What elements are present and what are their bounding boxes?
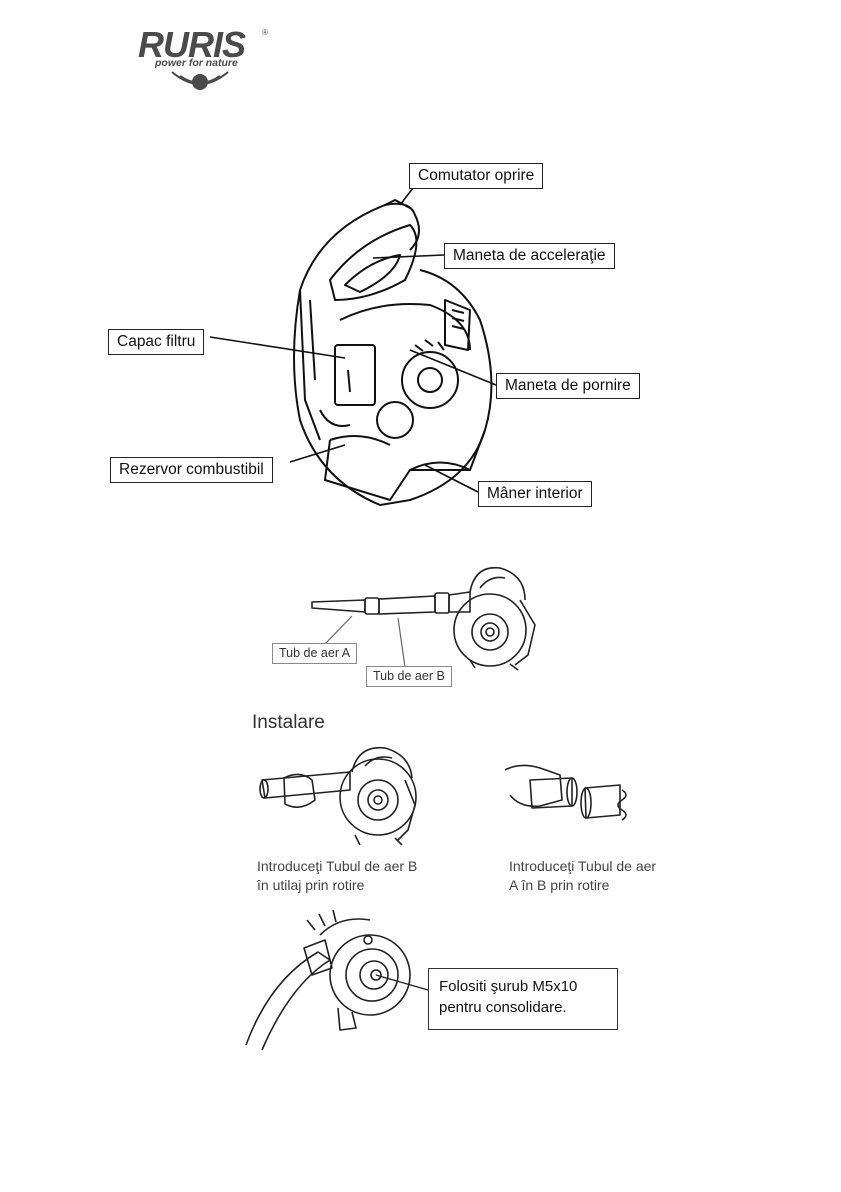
- main-diagram-leader-lines: [209, 187, 497, 493]
- screw-note-box: Folositi şurub M5x10 pentru consolidare.: [428, 968, 618, 1030]
- install-tube-b-drawing: [259, 746, 417, 846]
- caption-insert-tube-a: Introduceţi Tubul de aer A în B prin rot…: [509, 858, 657, 893]
- logo-emblem-icon: [171, 71, 229, 90]
- label-starter-handle: Maneta de pornire: [496, 373, 640, 399]
- logo-wordmark: RURIS: [138, 24, 246, 65]
- install-tube-a-drawing: [504, 764, 627, 821]
- screw-leader-line: [375, 974, 429, 991]
- blower-with-tubes-drawing: [311, 566, 536, 671]
- label-air-tube-b: Tub de aer B: [366, 666, 452, 687]
- tube-leader-lines: [324, 615, 406, 668]
- label-inner-handle: Mâner interior: [478, 481, 592, 507]
- blower-back-view-drawing: [293, 199, 493, 506]
- section-title-installation: Instalare: [252, 712, 325, 733]
- label-stop-switch: Comutator oprire: [409, 163, 544, 189]
- label-throttle-lever: Maneta de acceleraţie: [444, 243, 615, 269]
- caption-insert-tube-b: Introduceţi Tubul de aer B în utilaj pri…: [257, 858, 418, 893]
- label-air-tube-a: Tub de aer A: [272, 643, 358, 664]
- label-filter-cover: Capac filtru: [108, 329, 205, 355]
- logo-tagline: power for nature: [155, 57, 238, 69]
- logo-registered-mark: ®: [262, 28, 268, 37]
- label-fuel-tank: Rezervor combustibil: [110, 457, 273, 483]
- screw-fixation-drawing: [245, 909, 411, 1051]
